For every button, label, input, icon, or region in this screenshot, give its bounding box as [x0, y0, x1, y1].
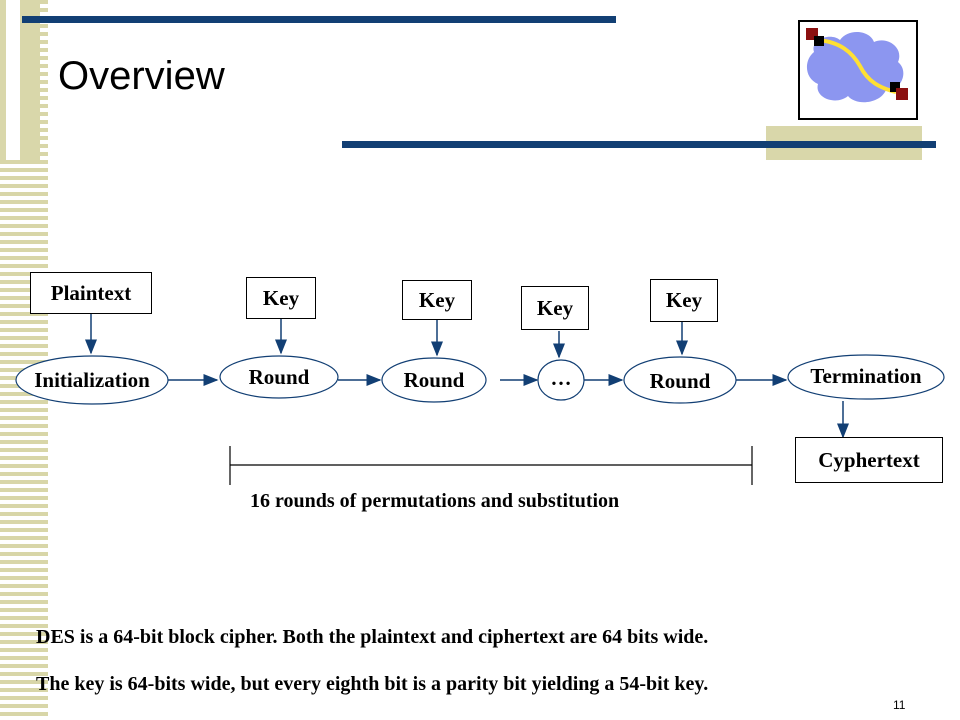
- round-ellipse-2: [381, 357, 487, 403]
- round-label-3: Round: [649, 368, 711, 393]
- page-number: 11: [893, 698, 906, 712]
- cyphertext-box: Cyphertext: [795, 437, 943, 483]
- plaintext-box: Plaintext: [30, 272, 152, 314]
- bracket-label: 16 rounds of permutations and substituti…: [250, 490, 620, 512]
- round-label-1: Round: [248, 364, 310, 389]
- key-box-1: Key: [246, 277, 316, 319]
- note-line-2: The key is 64-bits wide, but every eight…: [36, 673, 709, 695]
- logo-node-square: [890, 82, 900, 92]
- key-box-3: Key: [521, 286, 589, 330]
- left-solid-gap: [6, 0, 20, 160]
- termination-label: Termination: [810, 363, 922, 388]
- key-box-4: Key: [650, 279, 718, 322]
- key-box-2: Key: [402, 280, 472, 320]
- network-logo: [798, 20, 918, 120]
- round-label-2: Round: [403, 367, 465, 392]
- logo-node-square: [814, 36, 824, 46]
- note-line-1: DES is a 64-bit block cipher. Both the p…: [36, 626, 709, 648]
- logo-link-line: [817, 38, 897, 94]
- top-rule: [22, 16, 616, 23]
- slide-title: Overview: [58, 54, 225, 98]
- round-ellipse-1: [219, 355, 339, 399]
- termination-ellipse: [787, 354, 945, 400]
- initialization-label: Initialization: [34, 367, 150, 392]
- mid-rule: [342, 141, 936, 148]
- logo-node-square: [896, 88, 908, 100]
- ellipsis-label: …: [550, 365, 572, 390]
